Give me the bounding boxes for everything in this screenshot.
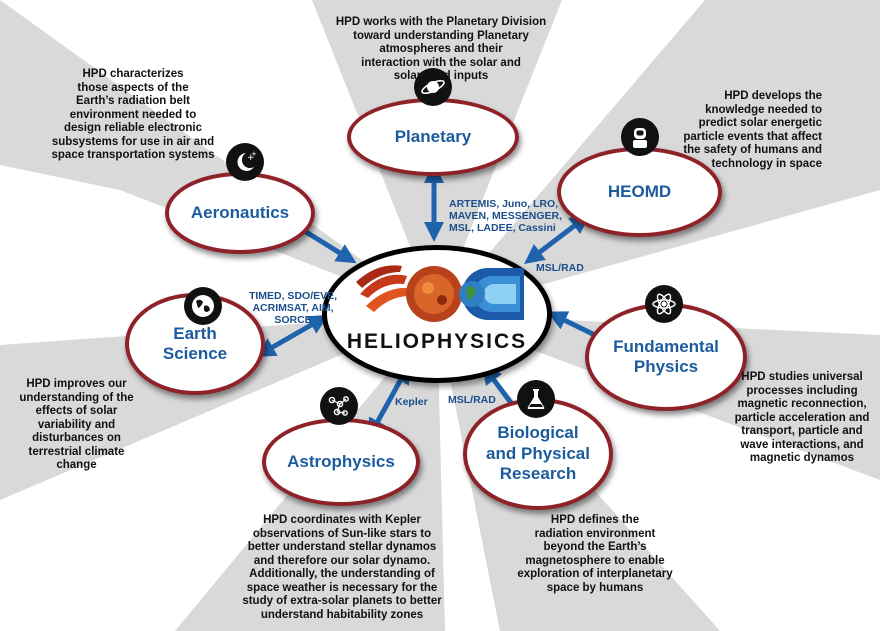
svg-text:+: + — [251, 150, 257, 158]
fundamental-physics-label-line1: Fundamental — [613, 336, 719, 356]
earth-science-node[interactable]: Earth Science — [125, 293, 265, 395]
earth-science-label-line2: Science — [162, 344, 228, 363]
planetary-description: HPD works with the Planetary Division to… — [335, 16, 547, 82]
earth-science-description: HPD improves our understanding of the ef… — [19, 378, 134, 471]
arrow-astrophysics — [368, 363, 410, 439]
earth-science-missions: TIMED, SDO/EVE, ACRIMSAT, AIM, SORCE — [248, 290, 338, 326]
arrow-heomd — [524, 213, 590, 265]
heomd-description: HPD develops the knowledge needed to pre… — [683, 90, 822, 170]
biological-physical-description: HPD defines the radiation environment be… — [517, 514, 673, 594]
heliophysics-center: HELIOPHYSICS — [322, 245, 552, 383]
astrophysics-node[interactable]: Astrophysics — [262, 418, 420, 506]
earth-science-label-line1: Earth — [173, 323, 217, 343]
biological-physical-label-line2: and Physical — [486, 443, 590, 463]
astrophysics-missions: Kepler — [395, 396, 428, 408]
biological-physical-missions: MSL/RAD — [448, 394, 496, 406]
planetary-label: Planetary — [394, 126, 472, 146]
astronaut-icon — [621, 118, 659, 156]
fundamental-physics-label-line2: Physics — [633, 357, 699, 376]
fundamental-physics-description: HPD studies universal processes includin… — [734, 371, 870, 464]
astrophysics-description: HPD coordinates with Kepler observations… — [242, 514, 442, 621]
aeronautics-label: Aeronautics — [190, 202, 290, 222]
sun-earth-logo — [356, 265, 524, 322]
ray-earth-science — [0, 314, 437, 500]
planet-icon — [414, 68, 452, 106]
astrophysics-label: Astrophysics — [287, 451, 395, 471]
heliophysics-title: HELIOPHYSICS — [346, 330, 528, 353]
flask-icon — [517, 380, 555, 418]
aeronautics-description: HPD characterizes those aspects of the E… — [51, 68, 215, 161]
heomd-missions: MSL/RAD — [536, 262, 584, 274]
planetary-node[interactable]: Planetary — [347, 98, 519, 176]
globe-icon — [184, 287, 222, 325]
arrow-earth-science — [255, 315, 329, 357]
heomd-label: HEOMD — [607, 181, 672, 201]
biological-physical-label-line1: Biological — [497, 423, 579, 443]
svg-text:+: + — [247, 153, 255, 163]
planetary-missions: ARTEMIS, Juno, LRO, MAVEN, MESSENGER, MS… — [449, 198, 562, 234]
constellation-icon — [320, 387, 358, 425]
moon-stars-icon: ++ — [226, 143, 264, 181]
aeronautics-node[interactable]: Aeronautics — [165, 172, 315, 254]
atom-icon — [645, 285, 683, 323]
biological-physical-label-line3: Research — [499, 464, 577, 484]
